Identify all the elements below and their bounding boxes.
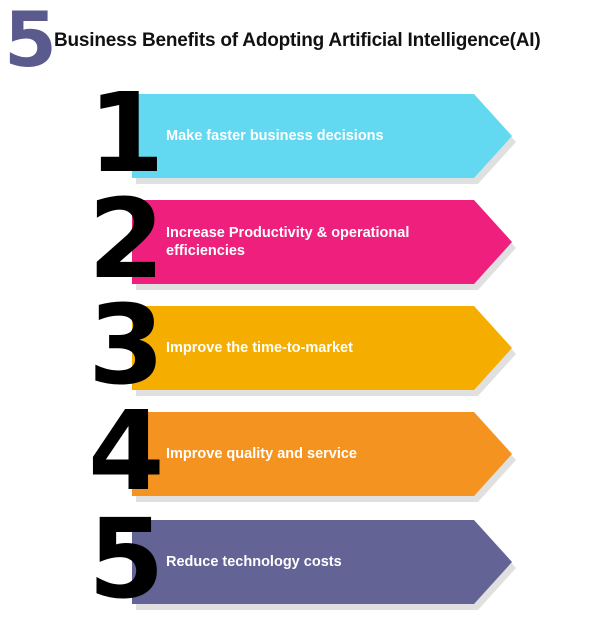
step-5: 5 Reduce technology costs	[80, 504, 520, 614]
step-label: Improve quality and service	[166, 446, 357, 462]
step-4: 4 Improve quality and service	[80, 396, 520, 506]
page-title: Business Benefits of Adopting Artificial…	[54, 30, 541, 51]
step-arrow	[132, 520, 512, 604]
step-label: Increase Productivity & operational effi…	[166, 225, 410, 259]
header: 5 Business Benefits of Adopting Artifici…	[0, 0, 600, 80]
step-3: 3 Improve the time-to-market	[80, 290, 520, 400]
step-arrow	[132, 306, 512, 390]
step-number: 5	[88, 495, 165, 623]
step-number: 1	[88, 69, 165, 197]
step-1: 1 Make faster business decisions	[80, 78, 520, 188]
step-label: Reduce technology costs	[166, 554, 342, 570]
step-arrow	[132, 94, 512, 178]
step-arrow	[132, 412, 512, 496]
step-2: 2 Increase Productivity & operational ef…	[80, 184, 520, 294]
step-label: Make faster business decisions	[166, 128, 384, 144]
header-number: 5	[4, 0, 57, 84]
step-number: 4	[88, 387, 165, 515]
step-number: 2	[88, 175, 165, 303]
step-number: 3	[88, 281, 165, 409]
step-arrow	[132, 200, 512, 284]
step-label: Improve the time-to-market	[166, 340, 353, 356]
